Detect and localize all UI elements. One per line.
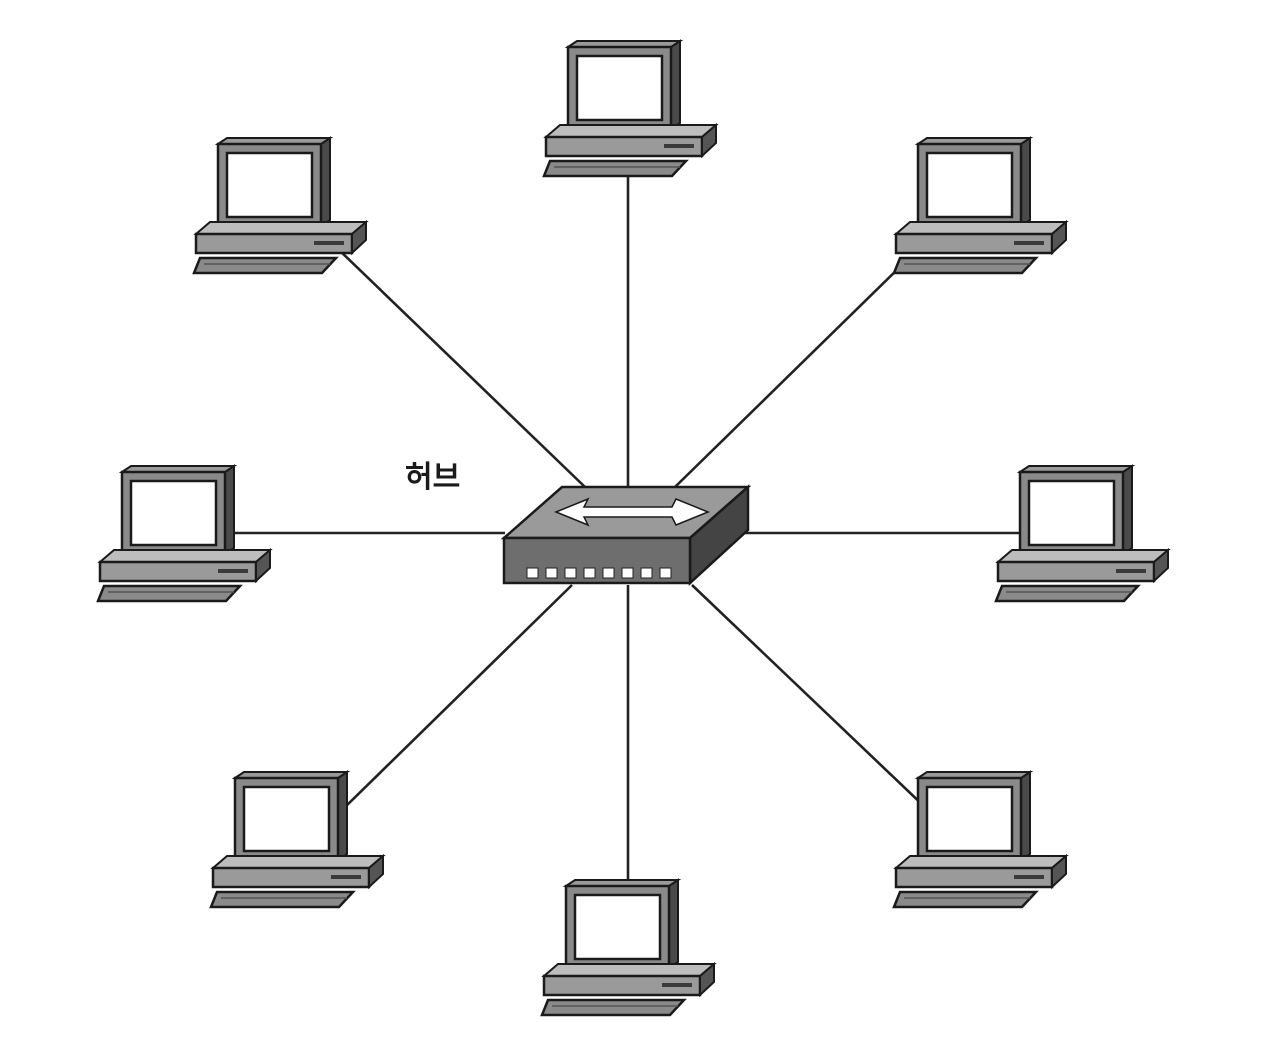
hub-label: 허브 <box>405 460 460 495</box>
computer-icon <box>211 772 383 907</box>
computer-icon <box>894 138 1066 273</box>
computer-icon <box>894 772 1066 907</box>
computer-icon <box>544 41 716 176</box>
computer-icon <box>996 466 1168 601</box>
link-bottom-left <box>342 585 572 810</box>
link-top-left <box>337 248 585 487</box>
link-top-right <box>675 262 905 487</box>
link-bottom-right <box>692 585 928 810</box>
computer-icon <box>542 880 714 1015</box>
hub-icon <box>504 487 748 583</box>
computer-icon <box>194 138 366 273</box>
